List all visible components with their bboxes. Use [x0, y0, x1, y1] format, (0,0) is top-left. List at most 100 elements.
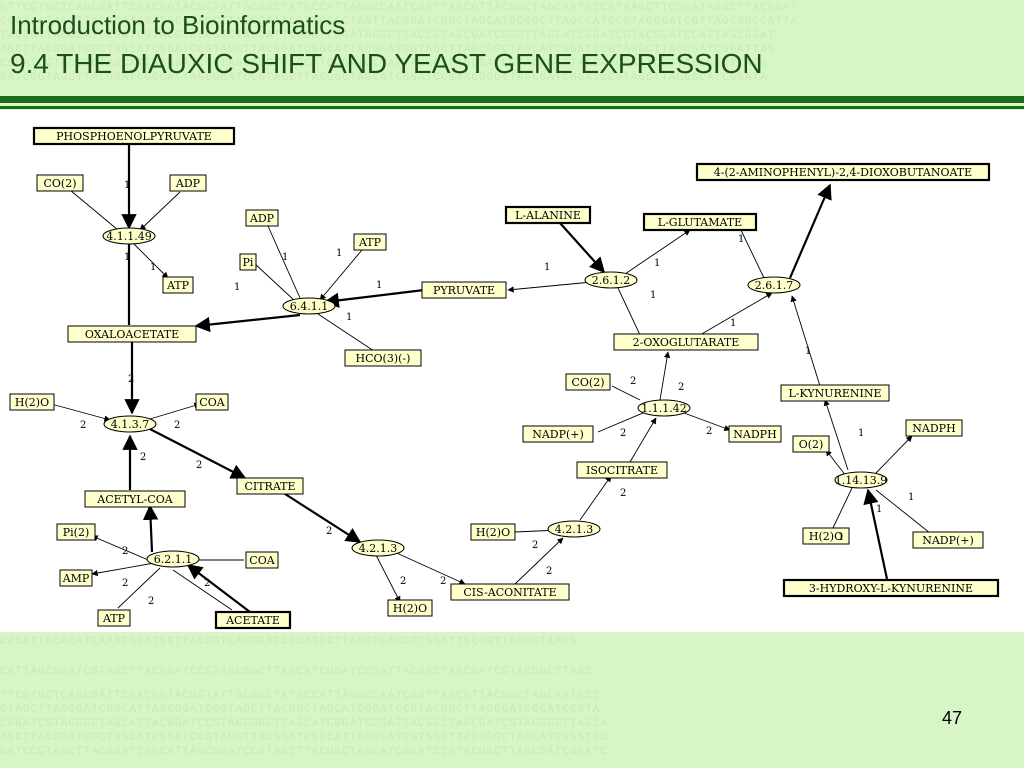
- metabolite-label: NADP(+): [532, 428, 584, 441]
- metabolite-box: [782, 578, 1000, 598]
- enzyme-ellipse: [102, 227, 156, 245]
- pathway-edge: [323, 288, 425, 308]
- metabolite-box: [59, 569, 93, 587]
- pathway-edge: [139, 191, 181, 231]
- stoichiometry-label: 1: [805, 346, 811, 357]
- pathway-edge: [659, 351, 671, 401]
- stoichiometry-label: 2: [326, 526, 332, 537]
- stoichiometry-label: 2: [80, 420, 86, 431]
- metabolite-label: Pi(2): [63, 526, 90, 539]
- metabolite-node-pi1: Pi: [239, 253, 257, 271]
- pathway-edge: [133, 243, 169, 279]
- metabolite-node-atp3: ATP: [97, 609, 131, 627]
- metabolite-box: [792, 435, 830, 453]
- stoichiometry-label: 1: [150, 262, 156, 273]
- pathway-edge: [675, 409, 731, 431]
- metabolite-box: [344, 349, 422, 367]
- metabolite-node-oxoglut: 2-OXOGLUTARATE: [613, 333, 759, 351]
- enzyme-label: 4.1.1.49: [106, 230, 151, 243]
- stoichiometry-label: 2: [174, 420, 180, 431]
- enzyme-ellipse: [103, 415, 157, 433]
- stoichiometry-label: 2: [620, 428, 626, 439]
- pathway-edge: [147, 427, 247, 479]
- enzyme-label: 2.6.1.2: [592, 274, 630, 287]
- pathway-edge: [629, 417, 657, 463]
- enzyme-node-e7: 6.2.1.1: [146, 550, 200, 568]
- metabolite-label: ATP: [166, 279, 190, 292]
- pathway-edge: [617, 287, 641, 336]
- enzyme-node-e3: 2.6.1.2: [584, 271, 638, 289]
- stoichiometry-label: 1: [346, 312, 352, 323]
- metabolite-label: NADP(+): [922, 534, 974, 547]
- enzyme-label: 2.6.1.7: [755, 279, 793, 292]
- pathway-edge: [863, 488, 889, 580]
- metabolite-label: PHOSPHOENOLPYRUVATE: [56, 130, 212, 143]
- stoichiometry-label: 1: [124, 180, 130, 191]
- metabolite-label: H(2)O: [809, 530, 843, 543]
- metabolite-box: [387, 599, 433, 617]
- pathway-edge: [739, 227, 765, 279]
- pathway-edge: [43, 401, 111, 422]
- metabolite-label: CO(2): [43, 177, 76, 190]
- enzyme-node-e2: 6.4.1.1: [282, 297, 336, 315]
- pathway-edge: [319, 249, 363, 301]
- pathway-edge: [874, 435, 913, 475]
- metabolite-label: NADPH: [733, 428, 776, 441]
- metabolite-node-atp2: ATP: [353, 233, 387, 251]
- pathway-edge: [875, 489, 931, 534]
- stoichiometry-label: 1: [544, 262, 550, 273]
- stoichiometry-label: 2: [140, 452, 146, 463]
- metabolite-node-kynurenine: L-KYNURENINE: [780, 384, 890, 402]
- enzyme-label: 4.2.1.3: [555, 523, 593, 536]
- metabolite-label: 3-HYDROXY-L-KYNURENINE: [809, 582, 973, 595]
- stoichiometry-label: 2: [706, 426, 712, 437]
- metabolite-node-isocitrate: ISOCITRATE: [576, 461, 668, 479]
- pathway-edge: [389, 549, 466, 585]
- header-rule: [0, 96, 1024, 103]
- stoichiometry-label: 1: [234, 282, 240, 293]
- sequence-background: CGGATCGTACGGCTAGCATTACGGATCCGTAGCGGCTTAG…: [0, 718, 609, 730]
- enzyme-ellipse: [547, 520, 601, 538]
- stoichiometry-label: 2: [620, 488, 626, 499]
- stoichiometry-label: 1: [124, 252, 130, 263]
- sequence-background: CACATTGCACATCAAATGCATGGTTACGGTCAGGGATCGC…: [0, 636, 578, 648]
- metabolite-box: [236, 477, 304, 495]
- metabolite-label: AMP: [62, 572, 90, 585]
- metabolite-node-atp1: ATP: [162, 276, 194, 294]
- stoichiometry-label: 2: [678, 382, 684, 393]
- pathway-edge: [194, 313, 301, 333]
- pathway-edge: [91, 561, 161, 577]
- metabolite-node-co2a: CO(2): [36, 174, 84, 192]
- metabolite-label: ISOCITRATE: [586, 464, 658, 477]
- metabolite-label: OXALOACETATE: [85, 328, 179, 341]
- metabolite-node-h2o2: H(2)O: [470, 523, 516, 541]
- stoichiometry-label: 1: [282, 252, 288, 263]
- stoichiometry-label: 1: [336, 248, 342, 259]
- metabolite-box: [195, 393, 229, 411]
- enzyme-node-e5: 4.1.3.7: [103, 415, 157, 433]
- pathway-svg: PHOSPHOENOLPYRUVATE CO(2) ADP ATP OXALOACETA…: [9, 126, 1000, 630]
- metabolite-node-pyruvate: PYRUVATE: [421, 281, 507, 299]
- enzyme-ellipse: [834, 471, 888, 489]
- pathway-edge: [507, 281, 593, 293]
- pathway-edge: [281, 491, 362, 543]
- metabolite-node-coa2: COA: [245, 551, 279, 569]
- metabolite-node-acetylcoa: ACETYL-COA: [84, 490, 186, 508]
- pathway-edge: [69, 189, 119, 231]
- metabolite-box: [84, 490, 186, 508]
- metabolite-label: H(2)O: [15, 396, 49, 409]
- metabolite-node-nadph1: NADPH: [728, 425, 782, 443]
- metabolite-box: [802, 527, 850, 545]
- metabolite-node-adp2: ADP: [245, 209, 279, 227]
- sequence-background: GATCCGTAGCTTACGGATCGGCATTAGCGGATCCGTAGCT…: [0, 746, 609, 758]
- pathway-edge: [579, 475, 612, 521]
- metabolite-node-glutamate: L-GLUTAMATE: [642, 212, 758, 232]
- sequence-background: CGGATCGTACGGCTAGCATTACGGATCCGTAGCGGCTTAG…: [0, 58, 768, 70]
- metabolite-label: CITRATE: [244, 480, 295, 493]
- stoichiometry-label: 2: [400, 576, 406, 587]
- metabolite-box: [450, 583, 570, 601]
- pathway-edge: [611, 385, 641, 401]
- metabolite-node-oxalo: OXALOACETATE: [67, 325, 197, 343]
- metabolite-box: [912, 531, 984, 549]
- stoichiometry-label: 1: [376, 280, 382, 291]
